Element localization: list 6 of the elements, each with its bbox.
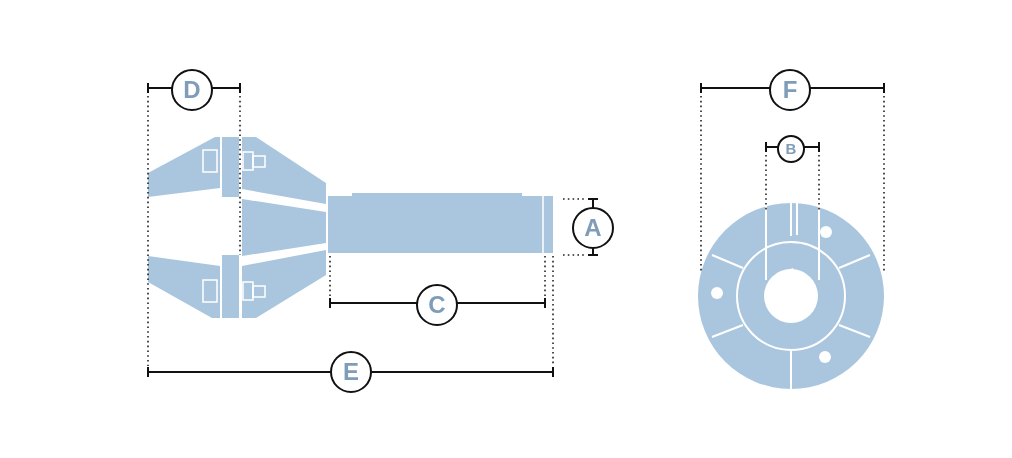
dimension-letter: A <box>572 207 614 249</box>
dimension-letter: B <box>777 135 805 163</box>
dimension-letter: D <box>171 69 213 111</box>
dimension-letter: F <box>769 69 811 111</box>
dimension-letter: C <box>416 284 458 326</box>
dimension-letter: E <box>330 351 372 393</box>
